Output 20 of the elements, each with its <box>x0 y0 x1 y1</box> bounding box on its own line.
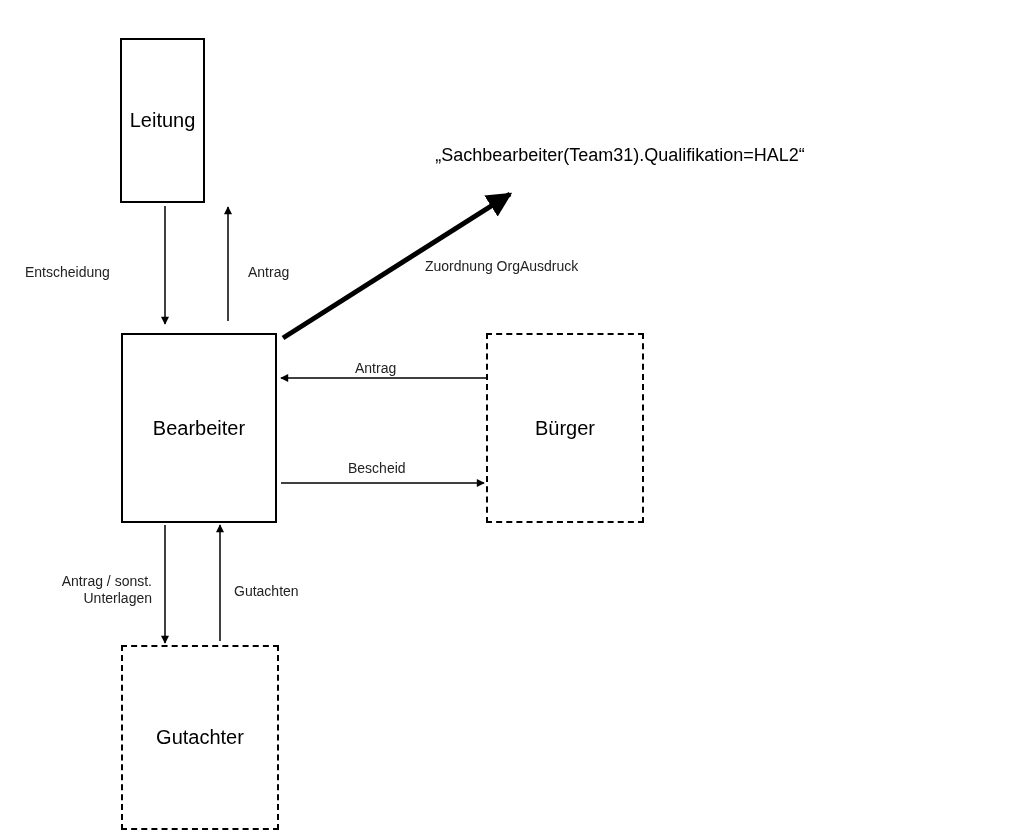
box-label: Bearbeiter <box>152 416 246 440</box>
box-label: Gutachter <box>156 726 244 749</box>
box-label: Bürger <box>535 416 595 440</box>
arrow <box>161 205 169 325</box>
thick-arrow <box>281 191 513 341</box>
arrow <box>280 479 485 487</box>
expression-text: „Sachbearbeiter(Team31).Qualifikation=HAL2“ <box>435 144 805 166</box>
process-box <box>120 38 205 203</box>
external-box <box>121 645 279 830</box>
edge-label: Antrag <box>355 360 397 377</box>
process-box <box>121 333 277 523</box>
edge-label: Entscheidung <box>25 264 110 281</box>
arrow <box>216 524 224 642</box>
arrow <box>161 524 169 644</box>
box-label: Leitung <box>129 109 196 132</box>
edge-label: Zuordnung OrgAusdruck <box>425 258 579 275</box>
arrow <box>280 374 487 382</box>
external-box <box>486 333 644 523</box>
edge-label: Antrag <box>248 264 290 281</box>
arrow <box>224 206 232 322</box>
